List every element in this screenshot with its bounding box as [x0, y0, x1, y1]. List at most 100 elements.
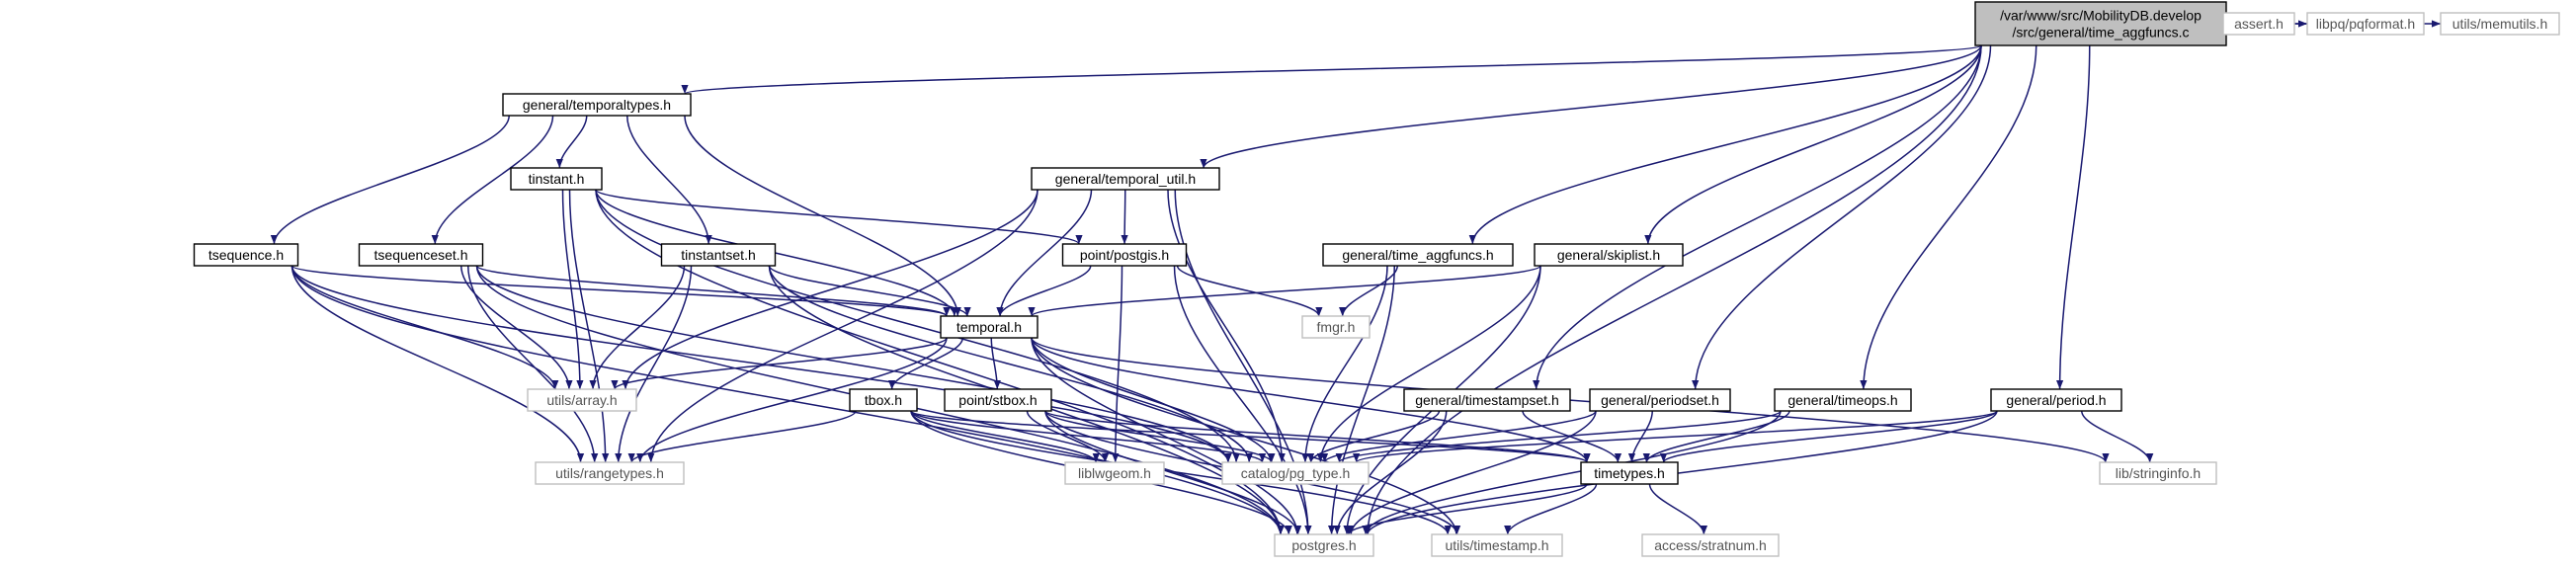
node-temporaltypes[interactable]: general/temporaltypes.h	[502, 93, 692, 117]
node-label-root: /src/general/time_aggfuncs.c	[2013, 25, 2190, 41]
edge-time_aggfuncs-to-postgres	[1328, 265, 1395, 535]
edge-tbox-to-pg_type	[910, 410, 1267, 463]
edge-root-to-skiplist	[1644, 44, 1982, 245]
edge-tsequenceset-to-temporal	[475, 265, 951, 317]
edge-period-to-postgres	[1364, 410, 1998, 535]
node-assert[interactable]: assert.h	[2222, 12, 2295, 36]
node-label-timetypes: timetypes.h	[1594, 465, 1665, 481]
node-label-tbox: tbox.h	[865, 392, 902, 408]
edge-periodset-to-postgres	[1347, 410, 1597, 535]
edge-temporal_util-to-array	[622, 189, 1039, 390]
node-pqformat[interactable]: libpq/pqformat.h	[2306, 12, 2425, 36]
node-time_aggfuncs[interactable]: general/time_aggfuncs.h	[1322, 243, 1514, 267]
node-box-liblwgeom	[1064, 461, 1165, 485]
node-box-pg_type	[1221, 461, 1370, 485]
node-timeops[interactable]: general/timeops.h	[1774, 388, 1912, 412]
edge-timetypes-to-postgres	[1345, 483, 1588, 535]
node-timestampset[interactable]: general/timestampset.h	[1403, 388, 1571, 412]
edge-root-to-time_aggfuncs	[1468, 44, 1982, 245]
node-array[interactable]: utils/array.h	[527, 388, 637, 412]
node-postgres[interactable]: postgres.h	[1274, 533, 1374, 557]
node-tsequenceset[interactable]: tsequenceset.h	[358, 243, 484, 267]
edge-period-to-stringinfo	[2081, 410, 2154, 463]
node-label-tsequence: tsequence.h	[208, 247, 284, 263]
node-label-postgis: point/postgis.h	[1080, 247, 1169, 263]
edge-tinstant-to-array	[561, 189, 584, 390]
node-label-skiplist: general/skiplist.h	[1557, 247, 1660, 263]
edge-temporal-to-stbox	[990, 337, 1001, 390]
edge-time_aggfuncs-to-pg_type	[1301, 265, 1388, 463]
node-label-tsequenceset: tsequenceset.h	[374, 247, 468, 263]
edge-root-to-temporaltypes	[682, 44, 1982, 95]
edge-tsequence-to-rangetypes	[291, 265, 585, 463]
node-label-pqformat: libpq/pqformat.h	[2316, 16, 2415, 32]
node-layer: /var/www/src/MobilityDB.develop/src/gene…	[193, 1, 2560, 557]
node-temporal_util[interactable]: general/temporal_util.h	[1031, 167, 1220, 191]
node-rangetypes[interactable]: utils/rangetypes.h	[535, 461, 685, 485]
node-memutils[interactable]: utils/memutils.h	[2440, 12, 2560, 36]
edge-timetypes-to-timestamp	[1504, 483, 1598, 535]
node-box-stbox	[944, 388, 1052, 412]
node-box-tinstantset	[660, 243, 777, 267]
edge-tinstantset-to-pg_type	[768, 265, 1253, 463]
node-box-pqformat	[2306, 12, 2425, 36]
edge-stbox-to-postgres	[1044, 410, 1302, 535]
edge-timestampset-to-postgres	[1333, 410, 1448, 535]
node-liblwgeom[interactable]: liblwgeom.h	[1064, 461, 1165, 485]
edge-tsequence-to-array	[291, 265, 559, 390]
node-stbox[interactable]: point/stbox.h	[944, 388, 1052, 412]
node-temporal[interactable]: temporal.h	[940, 315, 1039, 339]
edge-skiplist-to-temporal	[1028, 265, 1541, 317]
edge-postgis-to-temporal	[996, 265, 1092, 317]
edge-temporal-to-array	[611, 337, 948, 390]
node-label-rangetypes: utils/rangetypes.h	[555, 465, 664, 481]
node-skiplist[interactable]: general/skiplist.h	[1534, 243, 1684, 267]
node-label-temporal_util: general/temporal_util.h	[1055, 171, 1196, 187]
node-stratnum[interactable]: access/stratnum.h	[1641, 533, 1780, 557]
node-label-pg_type: catalog/pg_type.h	[1241, 465, 1351, 481]
node-stringinfo[interactable]: lib/stringinfo.h	[2099, 461, 2217, 485]
edge-temporal_util-to-temporal	[996, 189, 1093, 317]
node-root[interactable]: /var/www/src/MobilityDB.develop/src/gene…	[1974, 1, 2227, 46]
node-label-fmgr: fmgr.h	[1317, 319, 1356, 335]
edge-tsequence-to-temporal	[291, 265, 951, 317]
node-label-tinstantset: tinstantset.h	[681, 247, 756, 263]
edge-tsequence-to-postgres	[291, 265, 1285, 535]
edge-temporal_util-to-rangetypes	[647, 189, 1039, 463]
edge-temporaltypes-to-tinstant	[555, 115, 588, 169]
node-periodset[interactable]: general/periodset.h	[1589, 388, 1731, 412]
node-box-timetypes	[1580, 461, 1679, 485]
node-box-period	[1990, 388, 2122, 412]
node-label-assert: assert.h	[2234, 16, 2284, 32]
edge-temporaltypes-to-tsequenceset	[431, 115, 554, 245]
edge-postgis-to-fmgr	[1176, 265, 1323, 317]
node-box-tsequence	[193, 243, 299, 267]
node-label-stbox: point/stbox.h	[958, 392, 1037, 408]
node-tbox[interactable]: tbox.h	[849, 388, 918, 412]
edge-tinstantset-to-array	[589, 265, 686, 390]
edge-period-to-timetypes	[1660, 410, 1998, 463]
edge-stbox-to-timetypes	[1044, 410, 1591, 463]
edge-tinstant-to-postgis	[595, 189, 1083, 245]
node-timestamp[interactable]: utils/timestamp.h	[1431, 533, 1563, 557]
node-box-timestampset	[1403, 388, 1571, 412]
node-label-tinstant: tinstant.h	[529, 171, 585, 187]
edge-stbox-to-liblwgeom	[1026, 410, 1110, 463]
node-tsequence[interactable]: tsequence.h	[193, 243, 299, 267]
node-pg_type[interactable]: catalog/pg_type.h	[1221, 461, 1370, 485]
node-label-postgres: postgres.h	[1291, 537, 1356, 553]
node-fmgr[interactable]: fmgr.h	[1301, 315, 1371, 339]
node-label-timestamp: utils/timestamp.h	[1445, 537, 1548, 553]
node-box-tinstant	[510, 167, 603, 191]
edge-root-to-postgres	[1364, 44, 1982, 535]
edge-tinstant-to-rangetypes	[568, 189, 610, 463]
node-postgis[interactable]: point/postgis.h	[1061, 243, 1188, 267]
node-tinstant[interactable]: tinstant.h	[510, 167, 603, 191]
node-timetypes[interactable]: timetypes.h	[1580, 461, 1679, 485]
node-tinstantset[interactable]: tinstantset.h	[660, 243, 777, 267]
node-period[interactable]: general/period.h	[1990, 388, 2122, 412]
node-label-periodset: general/periodset.h	[1601, 392, 1719, 408]
edge-postgis-to-postgres	[1173, 265, 1312, 535]
edge-skiplist-to-pg_type	[1316, 265, 1541, 463]
node-box-temporal	[940, 315, 1039, 339]
